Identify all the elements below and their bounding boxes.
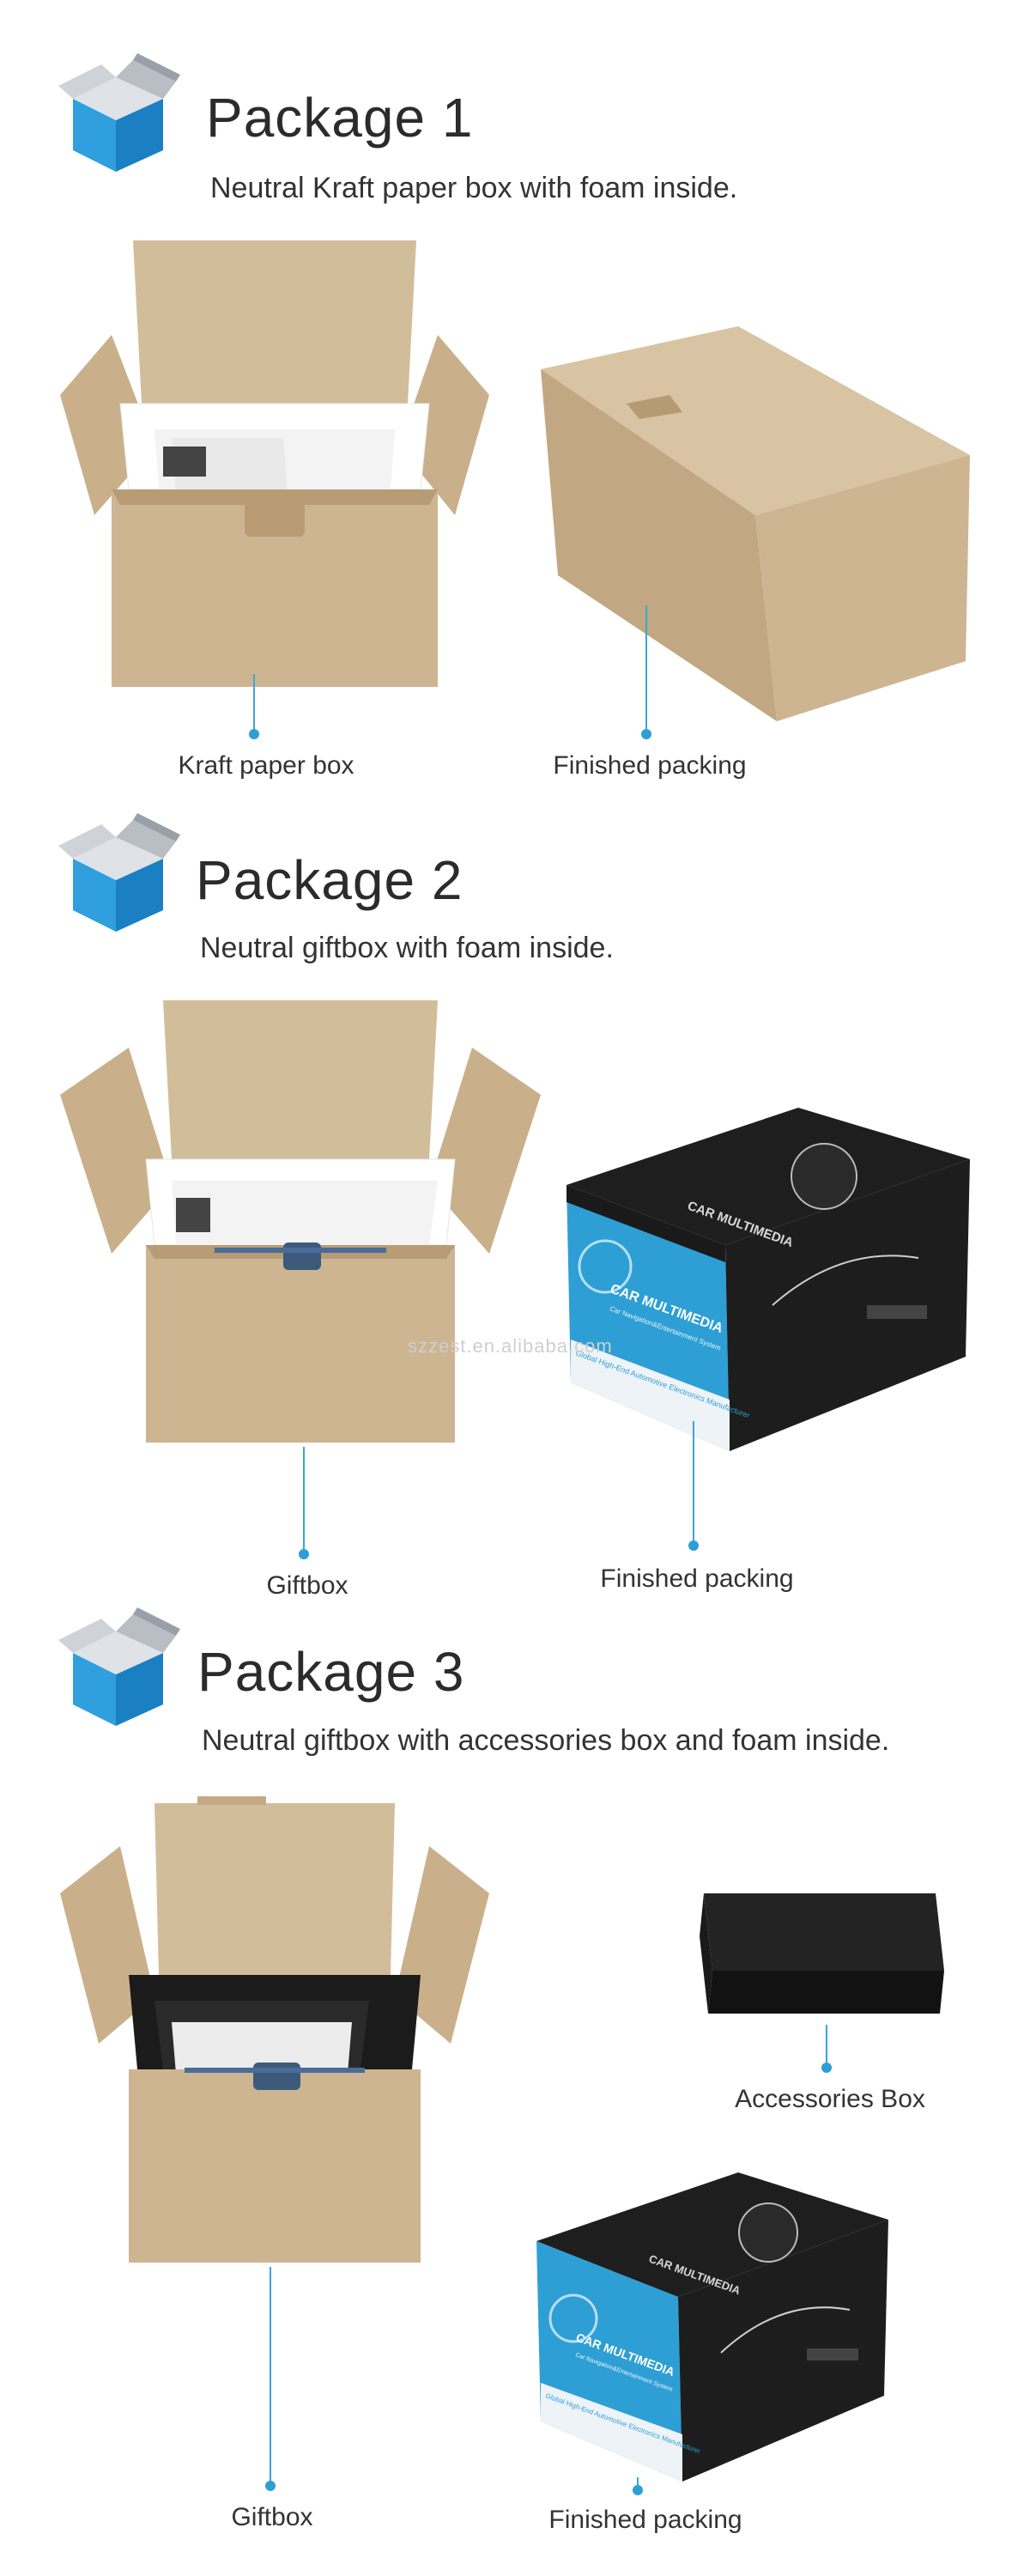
caption-finished-packing: Finished packing <box>548 2506 742 2534</box>
accessories-box-image <box>695 1876 953 2022</box>
caption-giftbox: Giftbox <box>231 2503 313 2531</box>
giftbox-open-black-foam-image <box>60 1795 489 2275</box>
caption-kraft-box: Kraft paper box <box>178 751 354 780</box>
leader-line <box>821 2025 832 2073</box>
leader-line <box>299 1447 309 1559</box>
caption-finished-packing: Finished packing <box>600 1564 794 1593</box>
caption-giftbox: Giftbox <box>266 1571 348 1600</box>
package-box-icon <box>52 52 180 180</box>
leader-line <box>265 2267 276 2491</box>
package-box-icon <box>52 811 180 940</box>
leader-line <box>688 1421 699 1551</box>
package-description: Neutral Kraft paper box with foam inside… <box>210 172 738 204</box>
package-description: Neutral giftbox with foam inside. <box>200 932 614 964</box>
package-title: Package 3 <box>197 1641 465 1703</box>
giftbox-open-image <box>60 996 541 1460</box>
kraft-box-open-image <box>60 232 489 713</box>
giftbox-finished-image: CAR MULTIMEDIA CAR MULTIMEDIA Car Naviga… <box>532 2172 893 2490</box>
leader-line <box>633 2477 643 2495</box>
package-title: Package 1 <box>206 87 474 149</box>
watermark: szzest.en.alibaba.com <box>408 1335 613 1357</box>
kraft-box-closed-image <box>532 318 978 730</box>
package-box-icon <box>52 1606 180 1735</box>
leader-line <box>249 674 259 739</box>
caption-accessories-box: Accessories Box <box>735 2085 925 2113</box>
package-title: Package 2 <box>196 849 464 911</box>
giftbox-finished-image: CAR MULTIMEDIA CAR MULTIMEDIA Car Naviga… <box>558 1108 978 1460</box>
package-description: Neutral giftbox with accessories box and… <box>202 1724 890 1757</box>
caption-finished-packing: Finished packing <box>553 751 747 780</box>
leader-line <box>641 605 651 739</box>
